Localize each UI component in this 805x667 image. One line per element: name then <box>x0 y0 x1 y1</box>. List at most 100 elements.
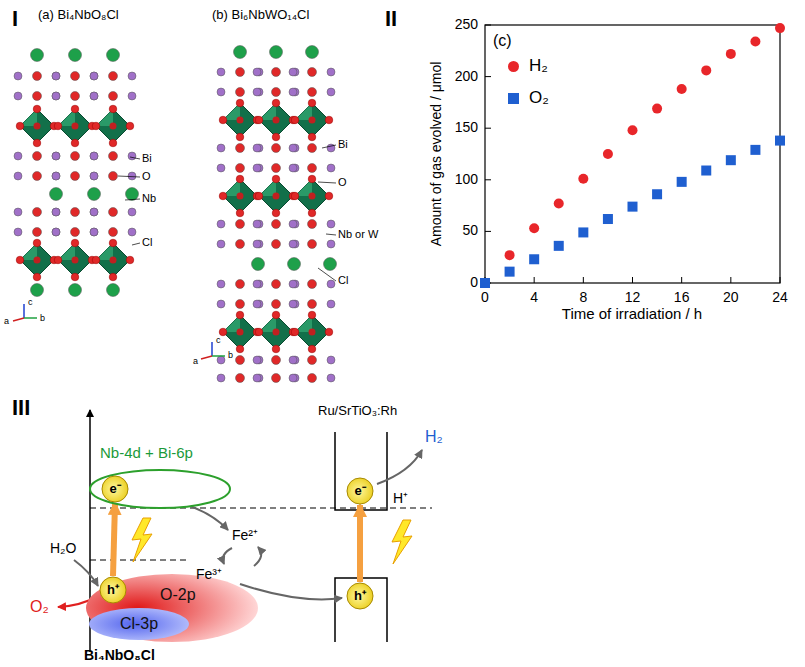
atom <box>52 228 60 236</box>
atom <box>128 72 136 80</box>
atom <box>109 72 118 81</box>
atom <box>33 72 42 81</box>
atom <box>325 116 333 124</box>
axis-arrow <box>211 342 213 356</box>
atom <box>272 133 280 141</box>
atom <box>253 240 261 248</box>
atom <box>72 257 79 264</box>
atom <box>273 117 280 124</box>
carrier-circle: h⁺ <box>100 577 126 603</box>
excitation-arrow <box>113 503 115 576</box>
data-point <box>628 202 638 212</box>
text-label: H₂ <box>425 428 443 446</box>
carrier-label: h⁺ <box>354 589 366 604</box>
atom <box>327 300 335 308</box>
text-label: H₂O <box>50 540 76 556</box>
text-label: II <box>385 6 397 31</box>
atom <box>92 122 100 130</box>
atom <box>273 329 280 336</box>
atom <box>217 144 225 152</box>
data-point <box>701 65 711 75</box>
data-point <box>505 267 515 277</box>
text-label: b <box>228 350 233 360</box>
atom <box>272 356 281 365</box>
atom <box>31 284 44 297</box>
tick <box>485 25 491 26</box>
data-point <box>726 155 736 165</box>
atom <box>236 220 245 229</box>
data-point <box>628 125 638 135</box>
atom <box>219 328 227 336</box>
plot-frame <box>485 25 780 283</box>
atom <box>52 72 60 80</box>
data-point <box>603 214 613 224</box>
axis-title: Amount of gas evolved / μmol <box>428 62 444 247</box>
band-label: O-2p <box>160 586 196 604</box>
octahedron <box>223 315 257 349</box>
atom <box>52 152 60 160</box>
atom <box>217 164 225 172</box>
atom <box>253 220 261 228</box>
axis-title: Time of irradiation / h <box>562 305 702 322</box>
atom <box>90 72 98 80</box>
atom <box>109 208 118 217</box>
atom <box>272 88 281 97</box>
atom <box>31 49 44 62</box>
atom <box>217 68 225 76</box>
atom <box>289 144 297 152</box>
atom <box>128 208 136 216</box>
excitation-arrow <box>357 505 363 582</box>
atom <box>308 209 316 217</box>
atom <box>272 220 281 229</box>
band-shape: Cl-3p <box>89 608 189 640</box>
atom <box>217 240 225 248</box>
atom <box>308 311 316 319</box>
tick-label: 4 <box>530 289 538 305</box>
octahedron <box>295 103 329 137</box>
tick-label: 12 <box>625 289 641 305</box>
atom <box>272 99 280 107</box>
data-point <box>701 166 711 176</box>
legend-label: H₂ <box>529 56 548 76</box>
text-label: O <box>142 170 151 183</box>
leader-line <box>326 234 336 235</box>
atom <box>109 92 118 101</box>
atom <box>33 172 42 181</box>
atom <box>291 328 299 336</box>
atom <box>217 356 225 364</box>
tick <box>583 277 584 283</box>
data-point <box>775 136 785 146</box>
atom <box>325 192 333 200</box>
octahedron <box>223 103 257 137</box>
atom <box>33 208 42 217</box>
atom <box>109 172 118 181</box>
data-point <box>750 37 760 47</box>
tick-label: 0 <box>481 289 489 305</box>
atom <box>128 152 136 160</box>
band-shape: Nb-4d + Bi-6pe⁻ <box>90 470 230 508</box>
atom <box>71 273 79 281</box>
legend-swatch <box>508 93 519 104</box>
tick <box>534 277 535 283</box>
green-ellipse <box>90 470 230 508</box>
atom <box>236 356 245 365</box>
leader-line <box>118 176 140 177</box>
tick <box>780 277 781 283</box>
atom <box>308 68 317 77</box>
atom <box>71 92 80 101</box>
atom <box>253 356 261 364</box>
atom <box>109 105 117 113</box>
atom <box>253 68 261 76</box>
atom <box>126 122 134 130</box>
legend-entry: O₂ <box>508 88 549 108</box>
axis-arrow <box>201 356 212 359</box>
atom <box>50 188 63 201</box>
atom <box>33 273 41 281</box>
atom <box>33 152 42 161</box>
atom <box>308 144 317 153</box>
atom <box>236 99 244 107</box>
atom <box>14 72 22 80</box>
axis-arrow <box>13 318 24 321</box>
atom <box>308 99 316 107</box>
atom <box>327 356 335 364</box>
